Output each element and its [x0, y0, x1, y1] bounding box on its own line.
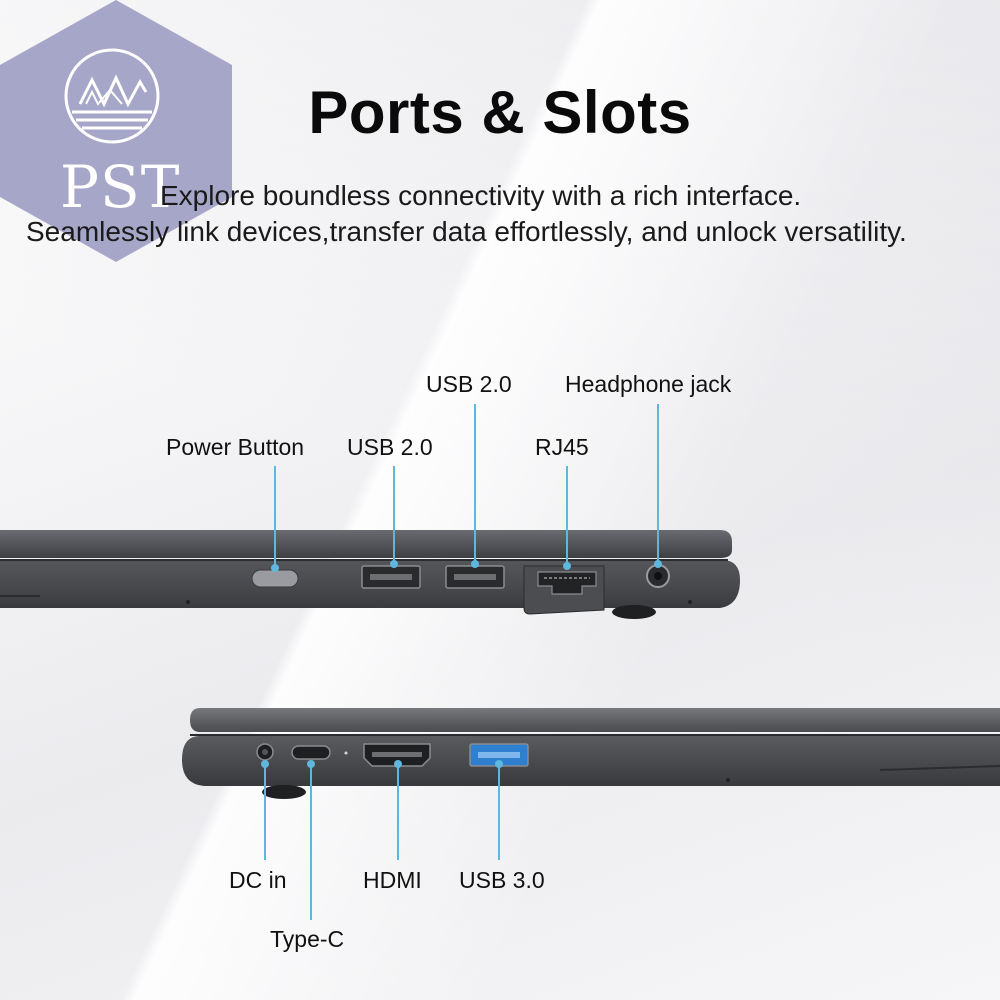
headphone-jack-shape: [646, 564, 670, 588]
label-power-button: Power Button: [166, 434, 305, 460]
leader-hdmi: [397, 764, 399, 860]
leader-dc-in: [264, 764, 266, 860]
leader-dot-power-button: [271, 564, 279, 572]
label-usb-3-0: USB 3.0: [459, 867, 545, 893]
label-rj45: RJ45: [535, 434, 589, 460]
usb-port-2-shape: [445, 565, 505, 589]
subtitle-line-1: Explore boundless connectivity with a ri…: [160, 180, 802, 211]
leader-headphone: [657, 404, 659, 564]
label-type-c: Type-C: [270, 926, 345, 952]
label-dc-in: DC in: [229, 867, 287, 893]
dc-in-port-shape: [256, 743, 274, 761]
laptop-left-side: [182, 708, 1000, 799]
label-headphone-jack: Headphone jack: [565, 371, 732, 397]
rj45-port-shape: [523, 565, 605, 615]
leader-dot-rj45: [563, 562, 571, 570]
usb-port-1-shape: [361, 565, 421, 589]
label-hdmi: HDMI: [363, 867, 422, 893]
leader-usb-1: [393, 466, 395, 564]
leader-rj45: [566, 466, 568, 566]
leader-power-button: [274, 466, 276, 568]
leader-dot-headphone: [654, 560, 662, 568]
page-title: Ports & Slots: [308, 79, 692, 146]
power-button-shape: [251, 569, 299, 588]
leader-usb-2: [474, 404, 476, 564]
pst-logo: [0, 0, 232, 262]
subtitle-line-2: Seamlessly link devices,transfer data ef…: [26, 216, 907, 247]
leader-type-c: [310, 764, 312, 920]
leader-dot-usb-1: [390, 560, 398, 568]
label-usb-2-0-first: USB 2.0: [347, 434, 433, 460]
mountain-icon: [64, 48, 160, 144]
logo-text: PST: [60, 153, 181, 221]
leader-usb-3: [498, 764, 500, 860]
type-c-port-shape: [291, 745, 331, 760]
leader-dot-usb-2: [471, 560, 479, 568]
laptop-right-side: [0, 530, 740, 619]
label-usb-2-0-second: USB 2.0: [426, 371, 512, 397]
